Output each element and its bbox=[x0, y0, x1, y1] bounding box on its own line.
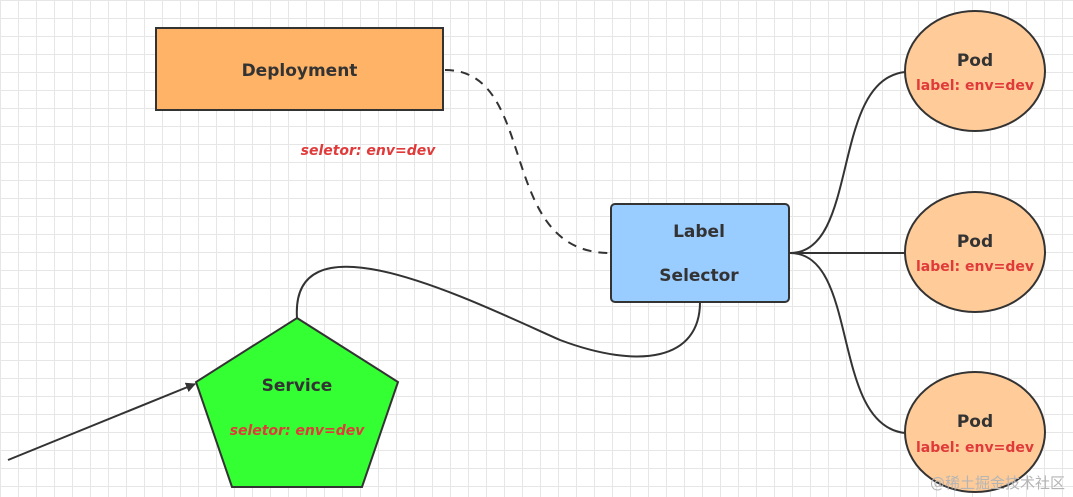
label-selector-line1: Label bbox=[673, 222, 725, 242]
pod-label: Pod bbox=[957, 232, 993, 252]
incoming-traffic-arrow bbox=[7, 382, 196, 461]
service-node[interactable]: Service seletor: env=dev bbox=[194, 316, 400, 488]
label-selector-node[interactable]: Label Selector bbox=[610, 203, 790, 303]
watermark: @稀土掘金技术社区 bbox=[929, 474, 1065, 492]
service-selector-label: seletor: env=dev bbox=[230, 423, 366, 439]
label-selector-line2: Selector bbox=[659, 266, 739, 286]
service-pentagon bbox=[194, 316, 400, 488]
service-label: Service bbox=[262, 376, 333, 396]
pod-label: Pod bbox=[957, 51, 993, 71]
label-selector-box bbox=[610, 203, 790, 303]
pod-ellipse bbox=[904, 191, 1046, 313]
deployment-box bbox=[155, 27, 444, 111]
pod-env-label: label: env=dev bbox=[916, 440, 1034, 456]
pod-env-label: label: env=dev bbox=[916, 78, 1034, 94]
pod-ellipse bbox=[904, 10, 1046, 132]
deployment-selector-label: seletor: env=dev bbox=[301, 143, 437, 159]
pod-label: Pod bbox=[957, 412, 993, 432]
service-to-selector-edge bbox=[295, 265, 701, 358]
deployment-node[interactable]: Deployment bbox=[155, 27, 444, 111]
pod-node[interactable]: Pod label: env=dev bbox=[904, 371, 1046, 493]
deployment-label: Deployment bbox=[242, 61, 358, 81]
deployment-to-selector-dashed-edge bbox=[444, 69, 611, 254]
pod-env-label: label: env=dev bbox=[916, 259, 1034, 275]
pod-ellipse bbox=[904, 371, 1046, 493]
pod-node[interactable]: Pod label: env=dev bbox=[904, 191, 1046, 313]
selector-to-pod-1-edge bbox=[789, 71, 906, 254]
pod-node[interactable]: Pod label: env=dev bbox=[904, 10, 1046, 132]
selector-to-pod-3-edge bbox=[789, 252, 906, 434]
